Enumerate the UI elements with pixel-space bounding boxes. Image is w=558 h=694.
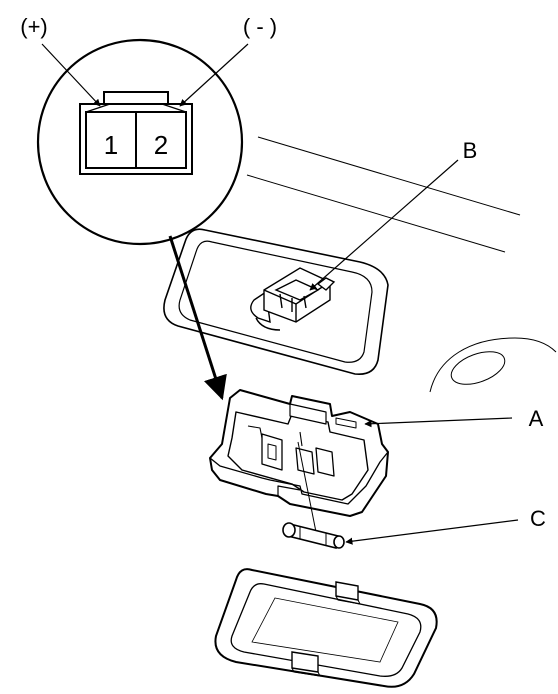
headliner-surface — [246, 136, 557, 393]
connector-detail-circle: 1 2 — [36, 38, 244, 246]
leader-b — [309, 159, 459, 291]
lens-cover — [214, 568, 438, 688]
detail-arrow — [168, 235, 227, 401]
callout-b: B — [463, 138, 478, 163]
connector-face — [79, 91, 193, 175]
leader-a — [364, 417, 513, 428]
lamp-housing-a — [209, 389, 389, 517]
housing-to-bulb-line — [297, 441, 317, 533]
roof-opening — [163, 228, 389, 376]
leader-c — [345, 519, 519, 545]
minus-label: ( - ) — [243, 14, 277, 39]
connector-b — [250, 267, 336, 331]
callout-c: C — [530, 506, 546, 531]
bulb-c — [282, 522, 345, 549]
callout-a: A — [529, 406, 544, 431]
pin-2-label: 2 — [154, 130, 168, 160]
plus-label: (+) — [20, 14, 48, 39]
polarity-leaders — [41, 43, 249, 107]
pin-1-label: 1 — [104, 130, 118, 160]
